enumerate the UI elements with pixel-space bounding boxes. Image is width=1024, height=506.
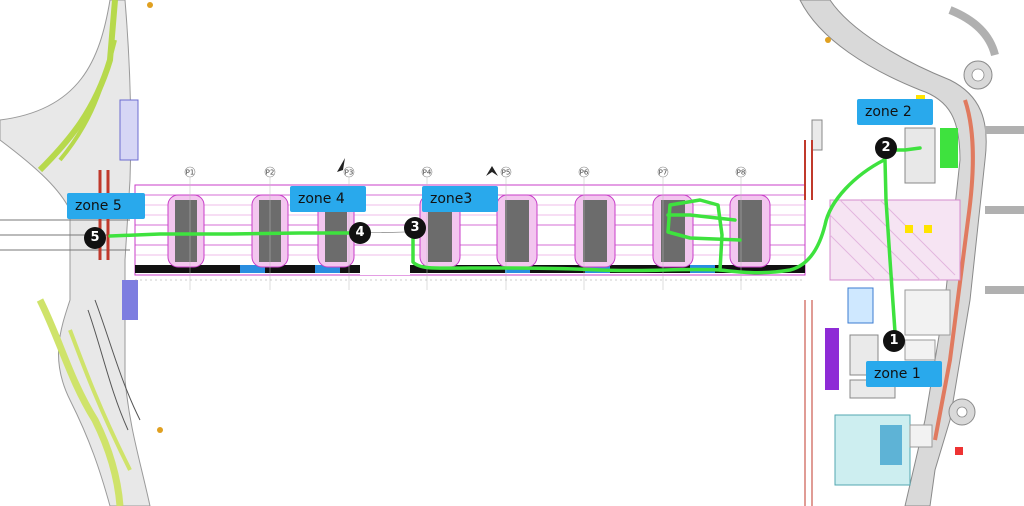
pier-p8 (729, 194, 771, 268)
zone-marker-1: 1 (883, 330, 905, 352)
zone-marker-2: 2 (875, 137, 897, 159)
zone-label-4: zone 4 (290, 186, 366, 212)
pier-p1 (167, 194, 205, 268)
pier-labels: P1 P2 P3 P4 P5 P6 P7 P8 (184, 166, 747, 290)
pier-p6 (574, 194, 616, 268)
zone-marker-3: 3 (404, 217, 426, 239)
zone-marker-5: 5 (84, 227, 106, 249)
pier-label-p5: P5 (502, 169, 511, 177)
pier-label-p2: P2 (266, 169, 275, 177)
zone-label-5: zone 5 (67, 193, 145, 219)
pier-p5 (496, 194, 538, 268)
left-road-corridor (0, 0, 163, 506)
north-arrow-icon (337, 158, 498, 176)
zone-label-1: zone 1 (866, 361, 942, 387)
right-site-area (799, 0, 1024, 506)
pier-label-p6: P6 (580, 169, 589, 177)
pier-p3 (317, 194, 355, 268)
pier-label-p7: P7 (659, 169, 668, 177)
pier-label-p3: P3 (345, 169, 354, 177)
pier-label-p8: P8 (737, 169, 746, 177)
pier-label-p1: P1 (186, 169, 195, 177)
zone-marker-4: 4 (349, 222, 371, 244)
pier-label-p4: P4 (423, 169, 432, 177)
zone-label-2: zone 2 (857, 99, 933, 125)
zone-label-3: zone3 (422, 186, 498, 212)
